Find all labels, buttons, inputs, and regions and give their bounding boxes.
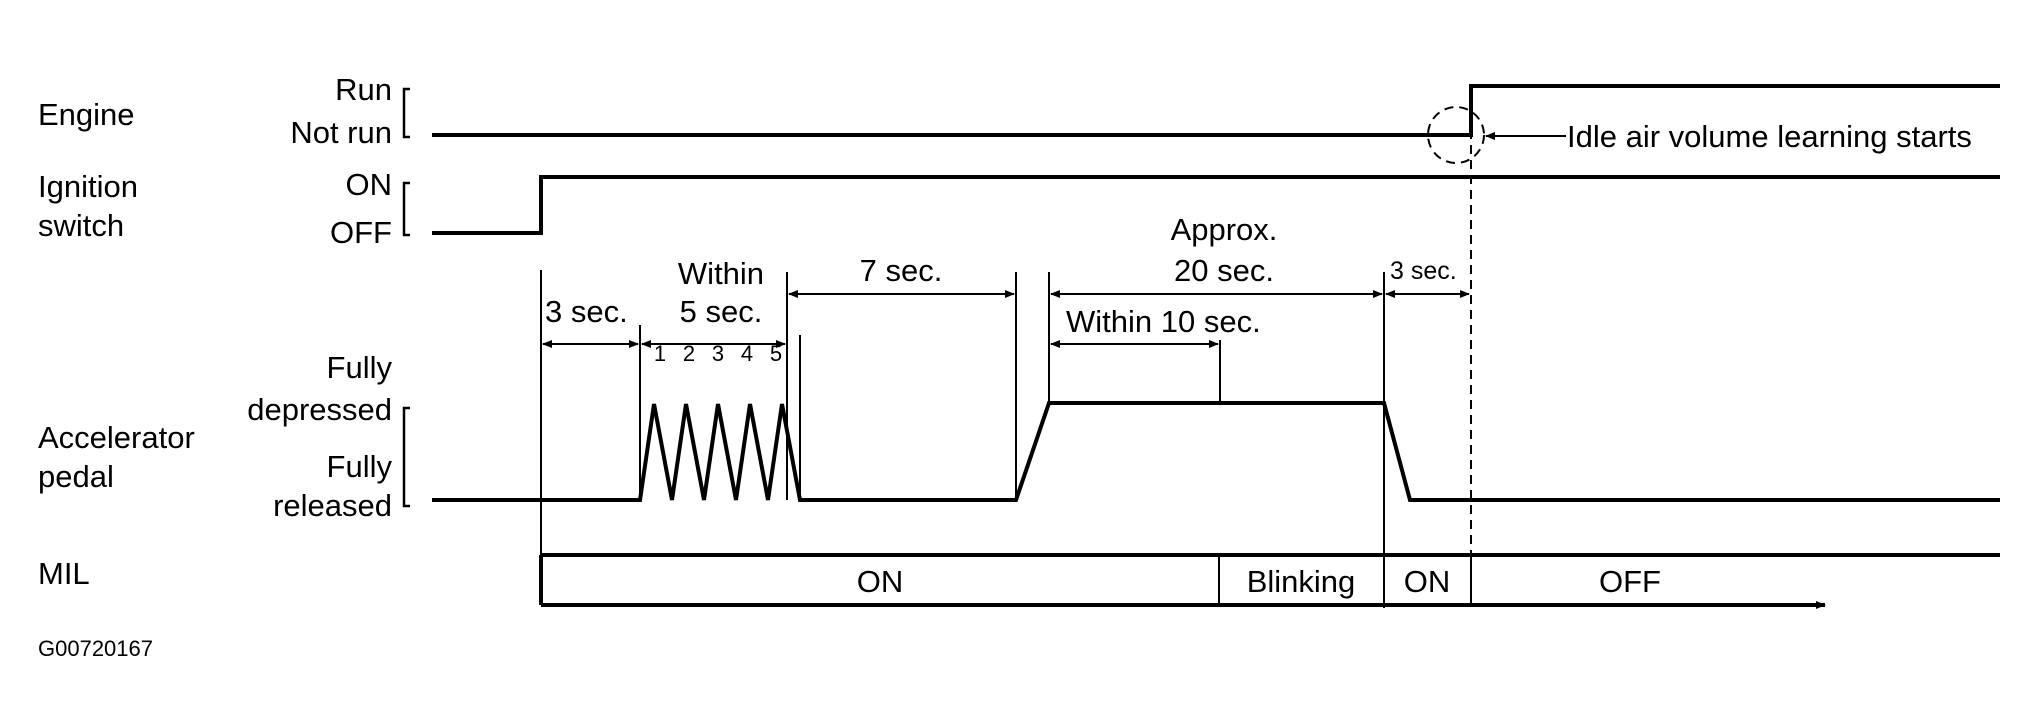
approx20-label-line2: 20 sec. [1174, 253, 1274, 288]
pulse-number-3: 3 [712, 341, 724, 366]
accelerator-label-line2: pedal [38, 459, 114, 494]
ignition-off-label: OFF [330, 215, 392, 250]
figure-id: G00720167 [38, 636, 153, 661]
mil-state-blinking: Blinking [1247, 564, 1356, 599]
engine-label: Engine [38, 97, 135, 132]
engine-level-bracket [402, 87, 410, 139]
within5-label-line1: Within [678, 256, 764, 291]
callout-text: Idle air volume learning starts [1567, 119, 1972, 154]
pulse-number-2: 2 [683, 341, 695, 366]
ignition-level-bracket [402, 181, 410, 237]
ignition-label-line1: Ignition [38, 169, 138, 204]
accel-fully-label-1: Fully [327, 350, 393, 385]
accel-released-label: released [273, 488, 392, 523]
engine-signal-trace [432, 84, 2000, 137]
accelerator-label-line1: Accelerator [38, 420, 195, 455]
within10-label: Within 10 sec. [1066, 304, 1261, 339]
pulse-number-4: 4 [741, 341, 753, 366]
pulse-number-1: 1 [654, 341, 666, 366]
pulse-number-5: 5 [770, 341, 782, 366]
engine-run-label: Run [335, 72, 392, 107]
mil-label: MIL [38, 556, 90, 591]
mil-state-on-1: ON [857, 564, 904, 599]
accelerator-level-bracket [402, 406, 410, 508]
ignition-label-line2: switch [38, 208, 124, 243]
hold7-label: 7 sec. [860, 253, 943, 288]
accel-fully-label-2: Fully [327, 449, 393, 484]
learning-start-circle [1427, 106, 1485, 164]
ignition-on-label: ON [346, 167, 393, 202]
approx20-label-line1: Approx. [1171, 212, 1278, 247]
wait2-label: 3 sec. [1390, 257, 1457, 285]
wait1-label: 3 sec. [545, 294, 628, 329]
engine-notrun-label: Not run [290, 115, 392, 150]
mil-state-on-2: ON [1404, 564, 1451, 599]
accel-depressed-label: depressed [247, 392, 392, 427]
within5-label-line2: 5 sec. [680, 294, 763, 329]
accelerator-signal-trace [432, 401, 2000, 502]
mil-state-off: OFF [1599, 564, 1661, 599]
ignition-signal-trace [432, 175, 2000, 235]
